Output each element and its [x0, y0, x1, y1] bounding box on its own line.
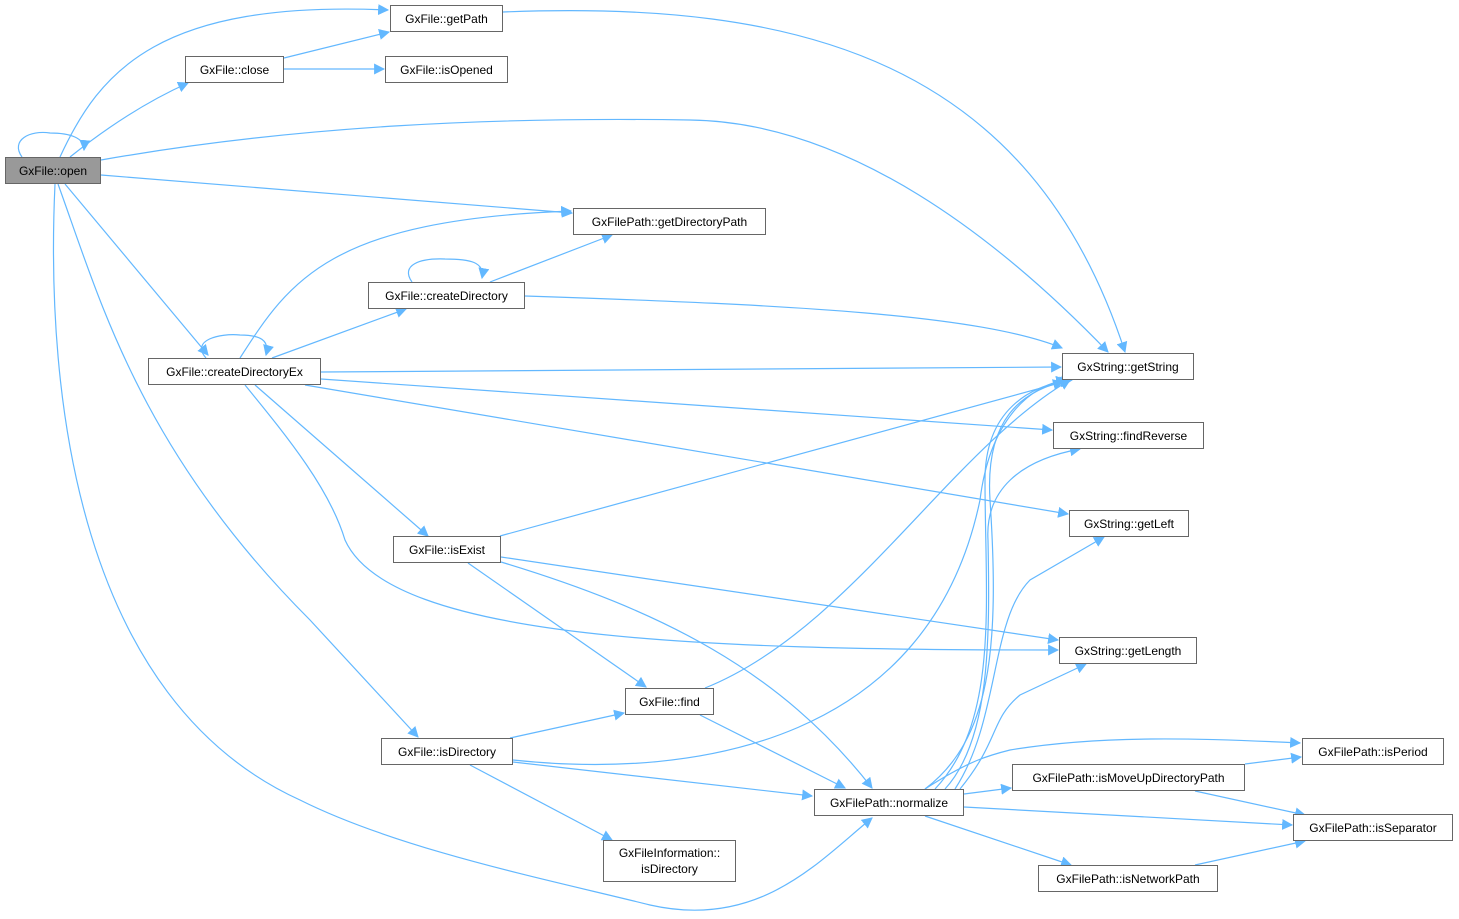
- edge-isExist-normalize: [500, 561, 873, 789]
- edge-close-getPath: [283, 29, 391, 59]
- edge-isExist-getLength: [500, 556, 1060, 644]
- node-gxfile-createdirectoryex[interactable]: GxFile::createDirectoryEx: [148, 358, 321, 385]
- edge-createDirectoryEx-createDirectory: [271, 307, 408, 359]
- edge-open-isDirectory: [57, 183, 419, 738]
- edge-normalize-getLeft: [954, 536, 1105, 790]
- edge-createDirectoryEx-isExist: [254, 384, 429, 537]
- edge-normalize-isPeriod: [924, 737, 1302, 790]
- edge-open-getString: [100, 118, 1109, 353]
- node-gxstring-findreverse[interactable]: GxString::findReverse: [1053, 422, 1204, 449]
- node-gxstring-getleft[interactable]: GxString::getLeft: [1069, 510, 1189, 537]
- node-gxfilepath-getdirectorypath[interactable]: GxFilePath::getDirectoryPath: [573, 208, 766, 235]
- edge-open-normalize: [52, 183, 873, 911]
- edge-find-normalize: [699, 714, 846, 789]
- edge-normalize-isSeparator: [963, 806, 1294, 830]
- node-gxstring-getstring[interactable]: GxString::getString: [1062, 353, 1194, 380]
- node-gxfileinformation-isdirectory[interactable]: GxFileInformation:: isDirectory: [603, 840, 736, 882]
- edge-find-getString: [704, 379, 1071, 689]
- node-gxfile-getpath[interactable]: GxFile::getPath: [390, 5, 503, 32]
- node-gxfile-isexist[interactable]: GxFile::isExist: [393, 536, 501, 563]
- edge-isDirectory-normalize: [512, 761, 814, 801]
- edge-open-open: [17, 131, 91, 158]
- edge-createDirectoryEx-findReverse: [320, 378, 1054, 435]
- node-gxfilepath-isperiod[interactable]: GxFilePath::isPeriod: [1302, 738, 1444, 765]
- edge-open-close: [69, 82, 190, 158]
- edge-isDirectory-getString: [512, 375, 1068, 766]
- edge-open-createDirectoryEx: [64, 183, 209, 356]
- edge-isExist-find: [467, 562, 647, 688]
- edge-createDirectoryEx-self: [200, 334, 274, 359]
- edge-normalize-isMoveUp: [963, 783, 1013, 795]
- edge-open-getDirectoryPath: [100, 174, 574, 218]
- edge-createDirectory-getString: [524, 295, 1064, 350]
- node-gxfile-close[interactable]: GxFile::close: [185, 56, 284, 83]
- edge-isNetworkPath-isSeparator: [1194, 837, 1307, 866]
- node-gxfile-find[interactable]: GxFile::find: [625, 688, 714, 715]
- edge-normalize-findReverse: [944, 445, 1082, 790]
- node-gxfilepath-ismoveupdirectorypath[interactable]: GxFilePath::isMoveUpDirectoryPath: [1012, 764, 1245, 791]
- edge-createDirectory-getDirectoryPath: [489, 233, 614, 283]
- node-label-line2: isDirectory: [641, 862, 698, 876]
- edge-open-getPath: [59, 4, 390, 158]
- edge-getPath-getString: [502, 10, 1128, 354]
- node-label-line1: GxFileInformation::: [618, 846, 721, 860]
- node-gxfilepath-isnetworkpath[interactable]: GxFilePath::isNetworkPath: [1038, 865, 1218, 892]
- edge-createDirectoryEx-getDirectoryPath: [239, 205, 573, 359]
- node-gxfile-isopened[interactable]: GxFile::isOpened: [385, 56, 508, 83]
- edge-isMoveUp-isPeriod: [1244, 752, 1303, 765]
- node-gxfile-createdirectory[interactable]: GxFile::createDirectory: [368, 282, 525, 309]
- edge-normalize-getString-2: [934, 375, 1074, 790]
- edge-createDirectoryEx-getString: [320, 361, 1063, 373]
- edge-isMoveUp-isSeparator: [1194, 790, 1307, 819]
- edge-createDirectoryEx-getLength: [244, 384, 1060, 656]
- node-gxfilepath-isseparator[interactable]: GxFilePath::isSeparator: [1293, 814, 1453, 841]
- edge-isDirectory-fileInfo: [469, 764, 613, 841]
- edge-createDirectory-self: [407, 258, 490, 283]
- edge-normalize-getString-1: [924, 376, 1072, 790]
- edge-normalize-getLength: [959, 663, 1087, 790]
- node-gxfile-isdirectory[interactable]: GxFile::isDirectory: [381, 738, 513, 765]
- edge-isDirectory-find: [509, 709, 626, 739]
- node-gxfile-open[interactable]: GxFile::open: [5, 157, 101, 184]
- edge-isExist-getString: [499, 379, 1065, 537]
- edge-normalize-isNetworkPath: [924, 815, 1073, 868]
- node-gxfilepath-normalize[interactable]: GxFilePath::normalize: [814, 789, 964, 816]
- node-gxstring-getlength[interactable]: GxString::getLength: [1059, 637, 1197, 664]
